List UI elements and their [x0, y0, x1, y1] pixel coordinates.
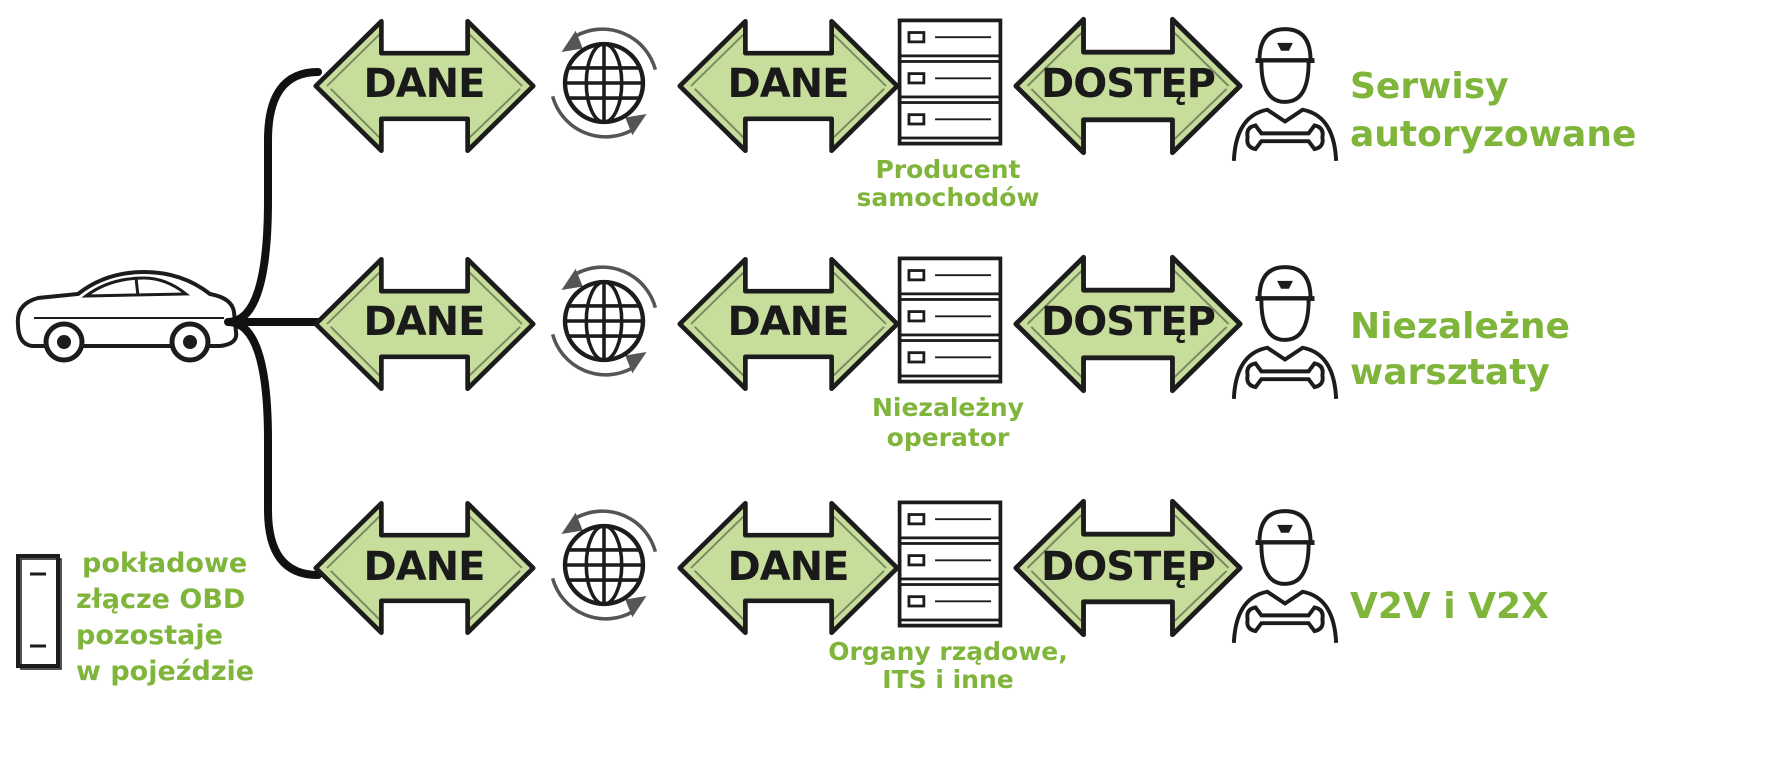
- mechanic-icon: [1234, 29, 1336, 161]
- svg-text:DOSTĘP: DOSTĘP: [1041, 544, 1215, 590]
- server-rack-icon: [897, 500, 1003, 628]
- legend-label: w pojeździe: [76, 656, 254, 687]
- server-label: operator: [887, 423, 1010, 452]
- row-1: DANE DANE DOSTĘP Producent samochodów Se…: [316, 18, 1636, 212]
- access-arrow: DOSTĘP: [1016, 501, 1240, 634]
- data-arrow-middle: DANE: [680, 259, 898, 388]
- server-label: samochodów: [857, 183, 1040, 212]
- recipient-label: Niezależne: [1350, 306, 1570, 347]
- globe-refresh-icon: [553, 511, 656, 619]
- server-label: ITS i inne: [882, 665, 1013, 694]
- car-icon: [15, 269, 239, 363]
- data-arrow-left: DANE: [316, 21, 534, 150]
- row-2: DANE DANE DOSTĘP Niezależny operator Nie…: [316, 257, 1570, 452]
- svg-text:DANE: DANE: [364, 61, 485, 107]
- svg-text:DOSTĘP: DOSTĘP: [1041, 299, 1215, 345]
- server-rack-icon: [897, 18, 1003, 146]
- mechanic-icon: [1234, 511, 1336, 643]
- server-label: Organy rządowe,: [828, 637, 1068, 666]
- access-arrow: DOSTĘP: [1016, 19, 1240, 152]
- recipient-label: Serwisy: [1350, 66, 1509, 107]
- svg-text:DANE: DANE: [728, 544, 849, 590]
- server-label: Niezależny: [872, 393, 1024, 422]
- obd-connector-icon: [16, 554, 62, 670]
- globe-refresh-icon: [553, 267, 656, 375]
- svg-text:DANE: DANE: [728, 61, 849, 107]
- globe-refresh-icon: [553, 29, 656, 137]
- recipient-label: warsztaty: [1350, 352, 1550, 393]
- cable-line: [224, 68, 322, 579]
- mechanic-icon: [1234, 267, 1336, 399]
- row-3: DANE DANE DOSTĘP Organy rządowe, ITS i i…: [316, 501, 1549, 694]
- server-rack-icon: [897, 256, 1003, 384]
- svg-text:DANE: DANE: [364, 299, 485, 345]
- data-arrow-left: DANE: [316, 503, 534, 632]
- legend-label: pozostaje: [76, 620, 223, 651]
- svg-text:DOSTĘP: DOSTĘP: [1041, 61, 1215, 107]
- svg-text:DANE: DANE: [364, 544, 485, 590]
- legend-label: pokładowe: [82, 548, 247, 579]
- recipient-label: V2V i V2X: [1350, 586, 1549, 627]
- access-arrow: DOSTĘP: [1016, 257, 1240, 390]
- recipient-label: autoryzowane: [1350, 114, 1636, 155]
- server-label: Producent: [875, 155, 1020, 184]
- svg-text:DANE: DANE: [728, 299, 849, 345]
- data-arrow-middle: DANE: [680, 21, 898, 150]
- legend-label: złącze OBD: [76, 584, 245, 615]
- data-arrow-middle: DANE: [680, 503, 898, 632]
- data-arrow-left: DANE: [316, 259, 534, 388]
